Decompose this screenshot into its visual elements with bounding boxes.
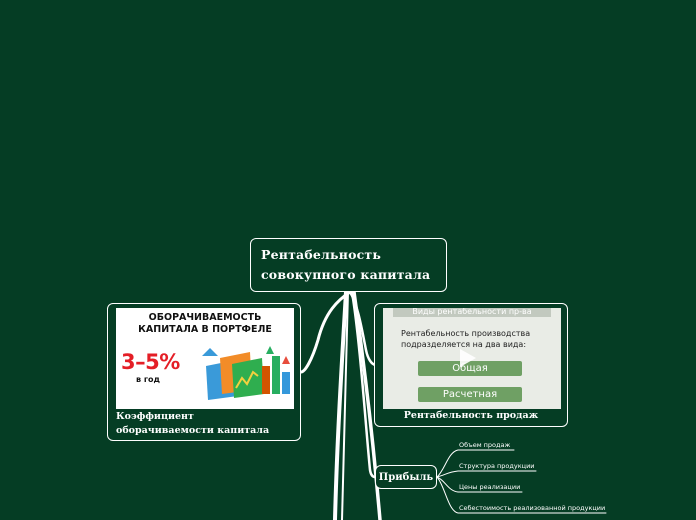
- profit-label: Прибыль: [378, 471, 434, 483]
- turnover-image: ОБОРАЧИВАЕМОСТЬ КАПИТАЛА В ПОРТФЕЛЕ 3–5%…: [116, 308, 294, 409]
- image-period: в год: [136, 375, 160, 384]
- central-topic-line2: совокупного капитала: [261, 267, 431, 282]
- link-profit: [350, 290, 377, 479]
- leaf-sales-volume[interactable]: Объем продаж: [459, 441, 511, 449]
- link-left-card: [299, 290, 352, 374]
- growth-chart-icon: [202, 346, 290, 400]
- sales-caption: Рентабельность продаж: [403, 410, 539, 421]
- central-topic-node[interactable]: Рентабельность совокупного капитала: [250, 238, 447, 292]
- turnover-caption: Коэффициент оборачиваемости капитала: [116, 411, 270, 436]
- video-text-line1: Рентабельность производства: [401, 329, 531, 338]
- leaf-product-structure[interactable]: Структура продукции: [459, 462, 535, 470]
- video-header: Виды рентабельности пр-ва: [393, 308, 551, 317]
- link-leaf-2: [436, 470, 537, 478]
- central-topic-line1: Рентабельность: [261, 247, 382, 262]
- turnover-ratio-node[interactable]: ОБОРАЧИВАЕМОСТЬ КАПИТАЛА В ПОРТФЕЛЕ 3–5%…: [107, 303, 301, 441]
- sales-profitability-node[interactable]: Виды рентабельности пр-ва Рентабельность…: [374, 303, 568, 427]
- play-icon[interactable]: [460, 349, 476, 367]
- link-leaf-1: [436, 449, 515, 478]
- link-down-2: [352, 290, 382, 520]
- link-down-1: [333, 290, 348, 520]
- link-down-3: [341, 291, 349, 520]
- leaf-cost-of-goods[interactable]: Себестоимость реализованной продукции: [459, 504, 606, 512]
- video-button-calculated: Расчетная: [418, 387, 522, 402]
- image-title-line1: ОБОРАЧИВАЕМОСТЬ: [148, 312, 262, 323]
- link-leaf-3: [436, 476, 523, 493]
- video-text-line2: подразделяется на два вида:: [401, 340, 527, 349]
- leaf-sale-prices[interactable]: Цены реализации: [459, 483, 521, 491]
- video-button-general: Общая: [418, 361, 522, 376]
- image-title-line2: КАПИТАЛА В ПОРТФЕЛЕ: [138, 324, 272, 335]
- video-thumbnail[interactable]: Виды рентабельности пр-ва Рентабельность…: [383, 308, 561, 409]
- image-percent: 3–5%: [121, 350, 180, 374]
- link-leaf-4: [436, 476, 607, 514]
- profit-node[interactable]: Прибыль: [375, 465, 437, 489]
